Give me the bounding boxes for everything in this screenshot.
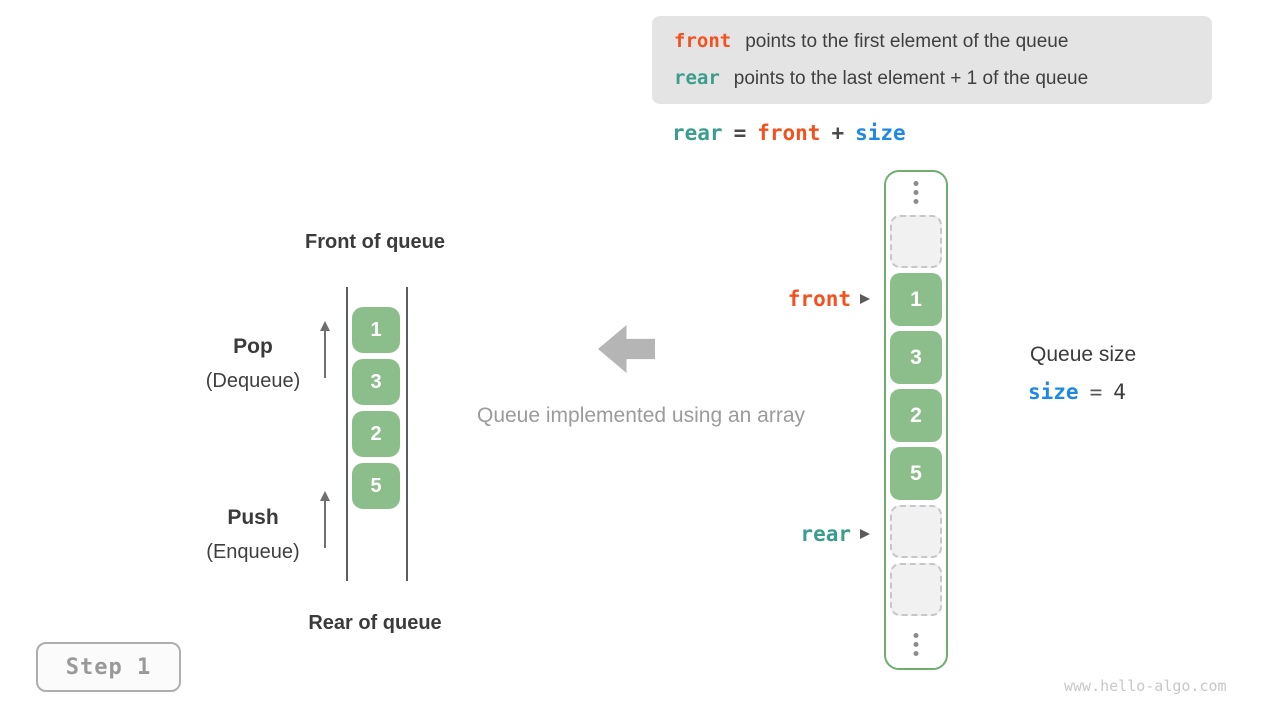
push-arrow-icon — [319, 491, 331, 548]
array-cell-filled: 3 — [890, 331, 942, 384]
front-pointer: front — [750, 285, 870, 313]
rear-of-queue-label: Rear of queue — [308, 612, 442, 634]
pointer-definition-box: front points to the first element of the … — [652, 16, 1212, 104]
queue-size-label: Queue size — [1030, 343, 1137, 366]
rear-definition-line: rear points to the last element + 1 of th… — [674, 60, 1212, 97]
push-label: Push — [227, 506, 279, 529]
watermark: www.hello-algo.com — [1064, 677, 1227, 695]
pop-arrow-icon — [319, 321, 331, 378]
formula-front: front — [757, 121, 821, 145]
rear-pointer-arrow-icon — [860, 529, 870, 539]
rear-pointer: rear — [750, 520, 870, 548]
rear-formula: rear = front + size — [672, 121, 906, 145]
array-cell-empty — [890, 215, 942, 268]
left-block-arrow-icon — [598, 325, 655, 373]
rear-pointer-label: rear — [800, 522, 851, 546]
size-code-term: size — [1028, 380, 1079, 404]
ellipsis-bottom-icon — [913, 633, 919, 656]
array-cell-empty — [890, 505, 942, 558]
formula-plus: + — [831, 121, 845, 145]
rear-definition-text: points to the last element + 1 of the qu… — [733, 68, 1089, 89]
array-cell-filled: 2 — [890, 389, 942, 442]
dequeue-label: (Dequeue) — [205, 370, 301, 392]
formula-equals: = — [733, 121, 747, 145]
queue-tube-left-wall — [346, 287, 348, 581]
front-code-term: front — [674, 30, 732, 52]
array-container: 1 3 2 5 — [884, 170, 948, 670]
front-pointer-arrow-icon — [860, 294, 870, 304]
ellipsis-top-icon — [913, 181, 919, 204]
front-of-queue-label: Front of queue — [305, 231, 445, 253]
pop-label: Pop — [233, 335, 273, 358]
queue-size-value-line: size = 4 — [1028, 380, 1126, 404]
array-cell-filled: 5 — [890, 447, 942, 500]
size-equals: = — [1089, 380, 1103, 404]
front-pointer-label: front — [787, 287, 851, 311]
rear-code-term: rear — [674, 67, 720, 89]
array-cell-filled: 1 — [890, 273, 942, 326]
front-definition-line: front points to the first element of the … — [674, 23, 1212, 60]
queue-tube-right-wall — [406, 287, 408, 581]
array-cell-empty — [890, 563, 942, 616]
formula-size: size — [855, 121, 906, 145]
queue-cell: 3 — [352, 359, 400, 405]
step-badge: Step 1 — [36, 642, 181, 692]
size-value: 4 — [1113, 380, 1126, 404]
enqueue-label: (Enqueue) — [206, 541, 300, 563]
queue-cell: 2 — [352, 411, 400, 457]
queue-cell: 1 — [352, 307, 400, 353]
queue-cell: 5 — [352, 463, 400, 509]
implementation-caption: Queue implemented using an array — [476, 404, 806, 427]
front-definition-text: points to the first element of the queue — [745, 31, 1069, 52]
formula-rear: rear — [672, 121, 723, 145]
